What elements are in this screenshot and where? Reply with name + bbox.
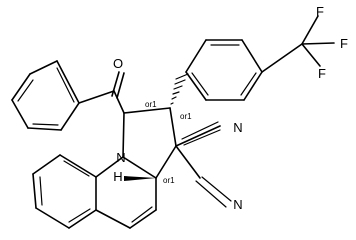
stereo-label-c2: or1 xyxy=(180,112,192,121)
stereo-label-c3a: or1 xyxy=(163,176,175,185)
ring-fusion-hydrogen: H xyxy=(113,169,156,184)
carbonyl-group: O xyxy=(78,56,125,104)
nitrile-groups: N N xyxy=(175,120,243,212)
fluorine-bottom-label: F xyxy=(318,66,326,81)
hydrogen-label: H xyxy=(113,169,122,184)
nitrile-n-top-label: N xyxy=(233,120,242,135)
dihydroquinoline-rings xyxy=(32,154,157,229)
stereo-label-c1: or1 xyxy=(145,100,157,109)
fluorine-right-label: F xyxy=(340,36,348,51)
hashed-stereo-bond xyxy=(170,73,189,105)
fluorine-top-label: F xyxy=(316,4,324,19)
trifluoromethylphenyl-ring xyxy=(185,39,303,101)
oxygen-label: O xyxy=(113,56,123,71)
benzoyl-phenyl-ring xyxy=(11,60,80,131)
nitrile-n-bottom-label: N xyxy=(233,197,242,212)
trifluoromethyl-group: F F F xyxy=(301,4,348,81)
